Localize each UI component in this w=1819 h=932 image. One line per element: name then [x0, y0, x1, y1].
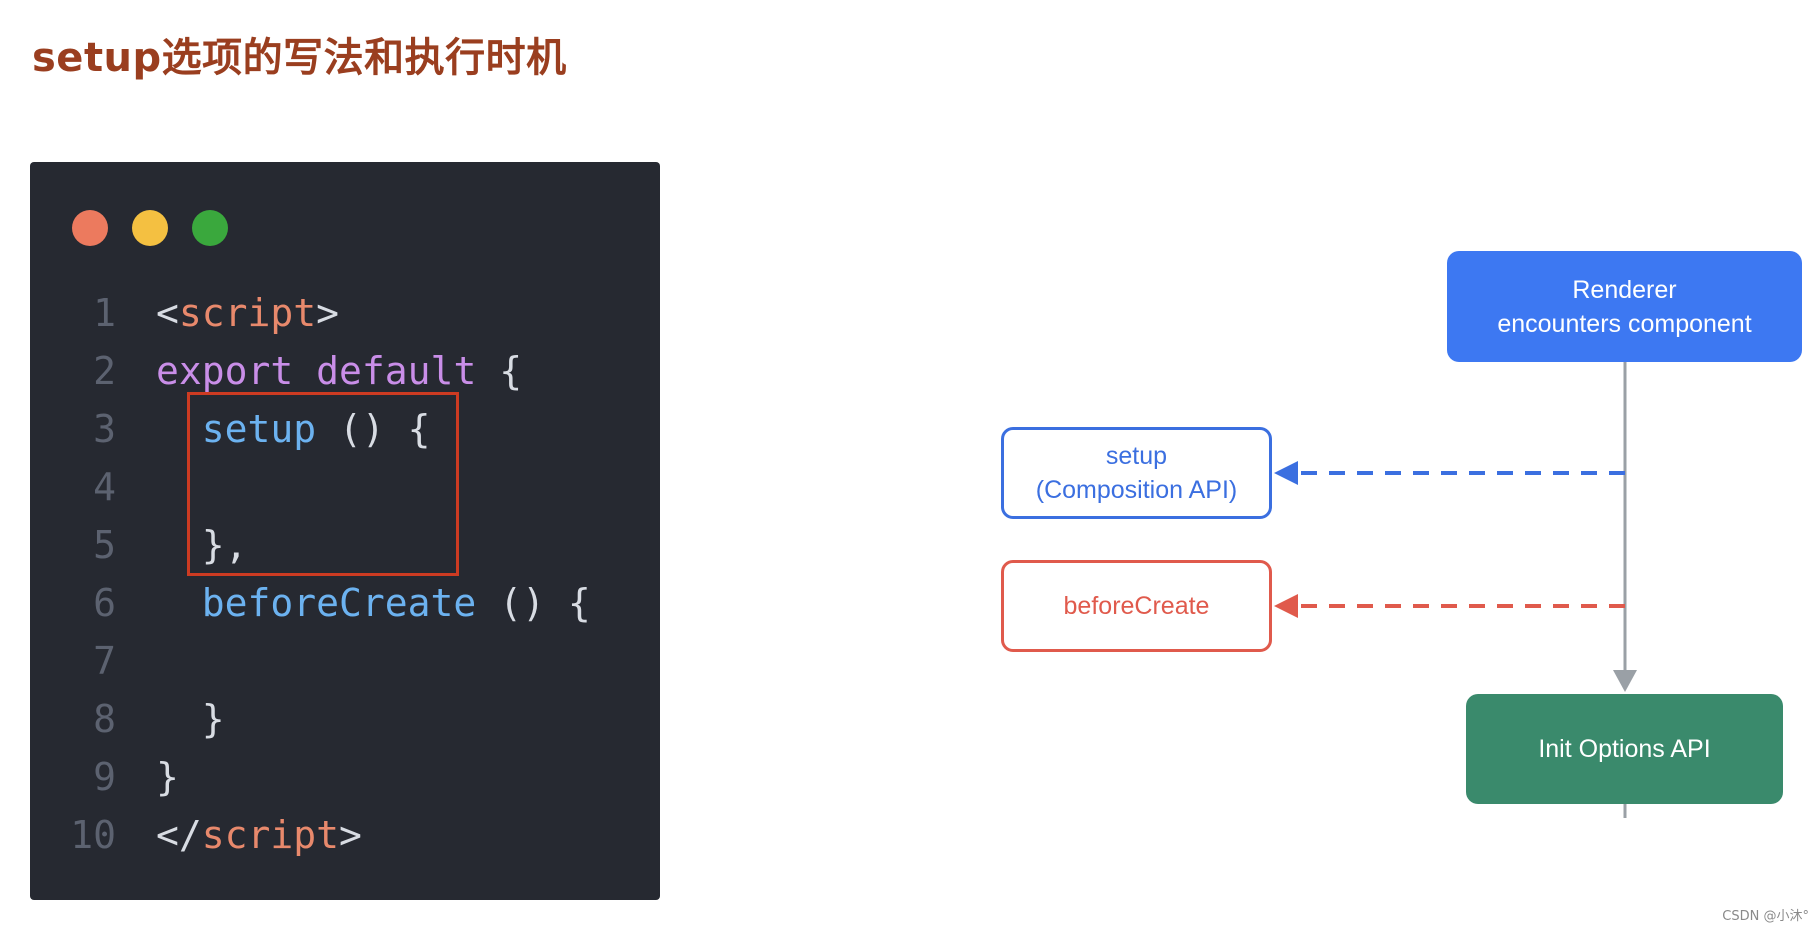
line-number: 2	[93, 349, 116, 393]
line-number: 6	[93, 581, 116, 625]
code-token: beforeCreate	[201, 581, 477, 625]
code-line: 3 setup () {	[30, 400, 660, 458]
code-token: default	[316, 349, 477, 393]
before-create-arrowhead	[1274, 594, 1298, 618]
setup-node: setup (Composition API)	[1001, 427, 1272, 519]
minimize-dot	[132, 210, 168, 246]
line-number: 9	[93, 755, 116, 799]
line-number: 8	[93, 697, 116, 741]
code-line: 8 }	[30, 690, 660, 748]
line-code: export default {	[156, 342, 522, 400]
line-number: 3	[93, 407, 116, 451]
line-number: 4	[93, 465, 116, 509]
line-code: },	[156, 516, 248, 574]
code-line: 4	[30, 458, 660, 516]
line-number: 7	[93, 639, 116, 683]
code-token: }	[156, 697, 225, 741]
code-token: export	[156, 349, 294, 393]
init-options-label: Init Options API	[1538, 735, 1711, 763]
maximize-dot	[192, 210, 228, 246]
line-code: <script>	[156, 284, 339, 342]
init-options-node: Init Options API	[1466, 694, 1783, 804]
code-token: >	[339, 813, 362, 857]
page-title: setup选项的写法和执行时机	[32, 35, 567, 81]
code-line: 9}	[30, 748, 660, 806]
code-token: script	[178, 291, 317, 335]
code-line: 7	[30, 632, 660, 690]
code-line: 1 <script>	[30, 284, 660, 342]
line-number: 10	[70, 813, 116, 857]
before-create-label: beforeCreate	[1063, 592, 1210, 620]
code-line: 10 </script>	[30, 806, 660, 864]
renderer-label-line1: Renderer	[1572, 275, 1677, 304]
code-token: {	[476, 349, 523, 393]
watermark-credit: CSDN @小沐°	[1722, 909, 1809, 924]
close-dot	[72, 210, 108, 246]
before-create-node: beforeCreate	[1001, 560, 1272, 652]
code-token: }	[156, 755, 179, 799]
setup-label-line2: (Composition API)	[1035, 476, 1238, 504]
renderer-label-line2: encounters component	[1497, 309, 1752, 338]
code-token: >	[316, 291, 340, 335]
line-number: 1	[93, 291, 116, 335]
line-code: beforeCreate () {	[156, 574, 591, 632]
setup-label-line1: setup	[1105, 442, 1168, 470]
code-token: setup	[201, 407, 317, 451]
code-token: () {	[316, 407, 431, 451]
line-code: </script>	[156, 806, 362, 864]
timeline-arrowhead	[1613, 670, 1637, 692]
line-number: 5	[93, 523, 116, 567]
code-token: <	[156, 291, 179, 335]
line-code: }	[156, 690, 225, 748]
code-line: 5 },	[30, 516, 660, 574]
code-token: script	[201, 813, 340, 857]
code-token: },	[156, 523, 248, 567]
setup-highlight-box	[187, 392, 459, 576]
line-code: }	[156, 748, 179, 806]
code-token: () {	[476, 581, 591, 625]
line-code: setup () {	[156, 400, 431, 458]
code-line: 6 beforeCreate () {	[30, 574, 660, 632]
setup-arrowhead	[1274, 461, 1298, 485]
renderer-node: Renderer encounters component	[1447, 251, 1802, 362]
code-line: 2 export default {	[30, 342, 660, 400]
code-token: </	[156, 813, 202, 857]
